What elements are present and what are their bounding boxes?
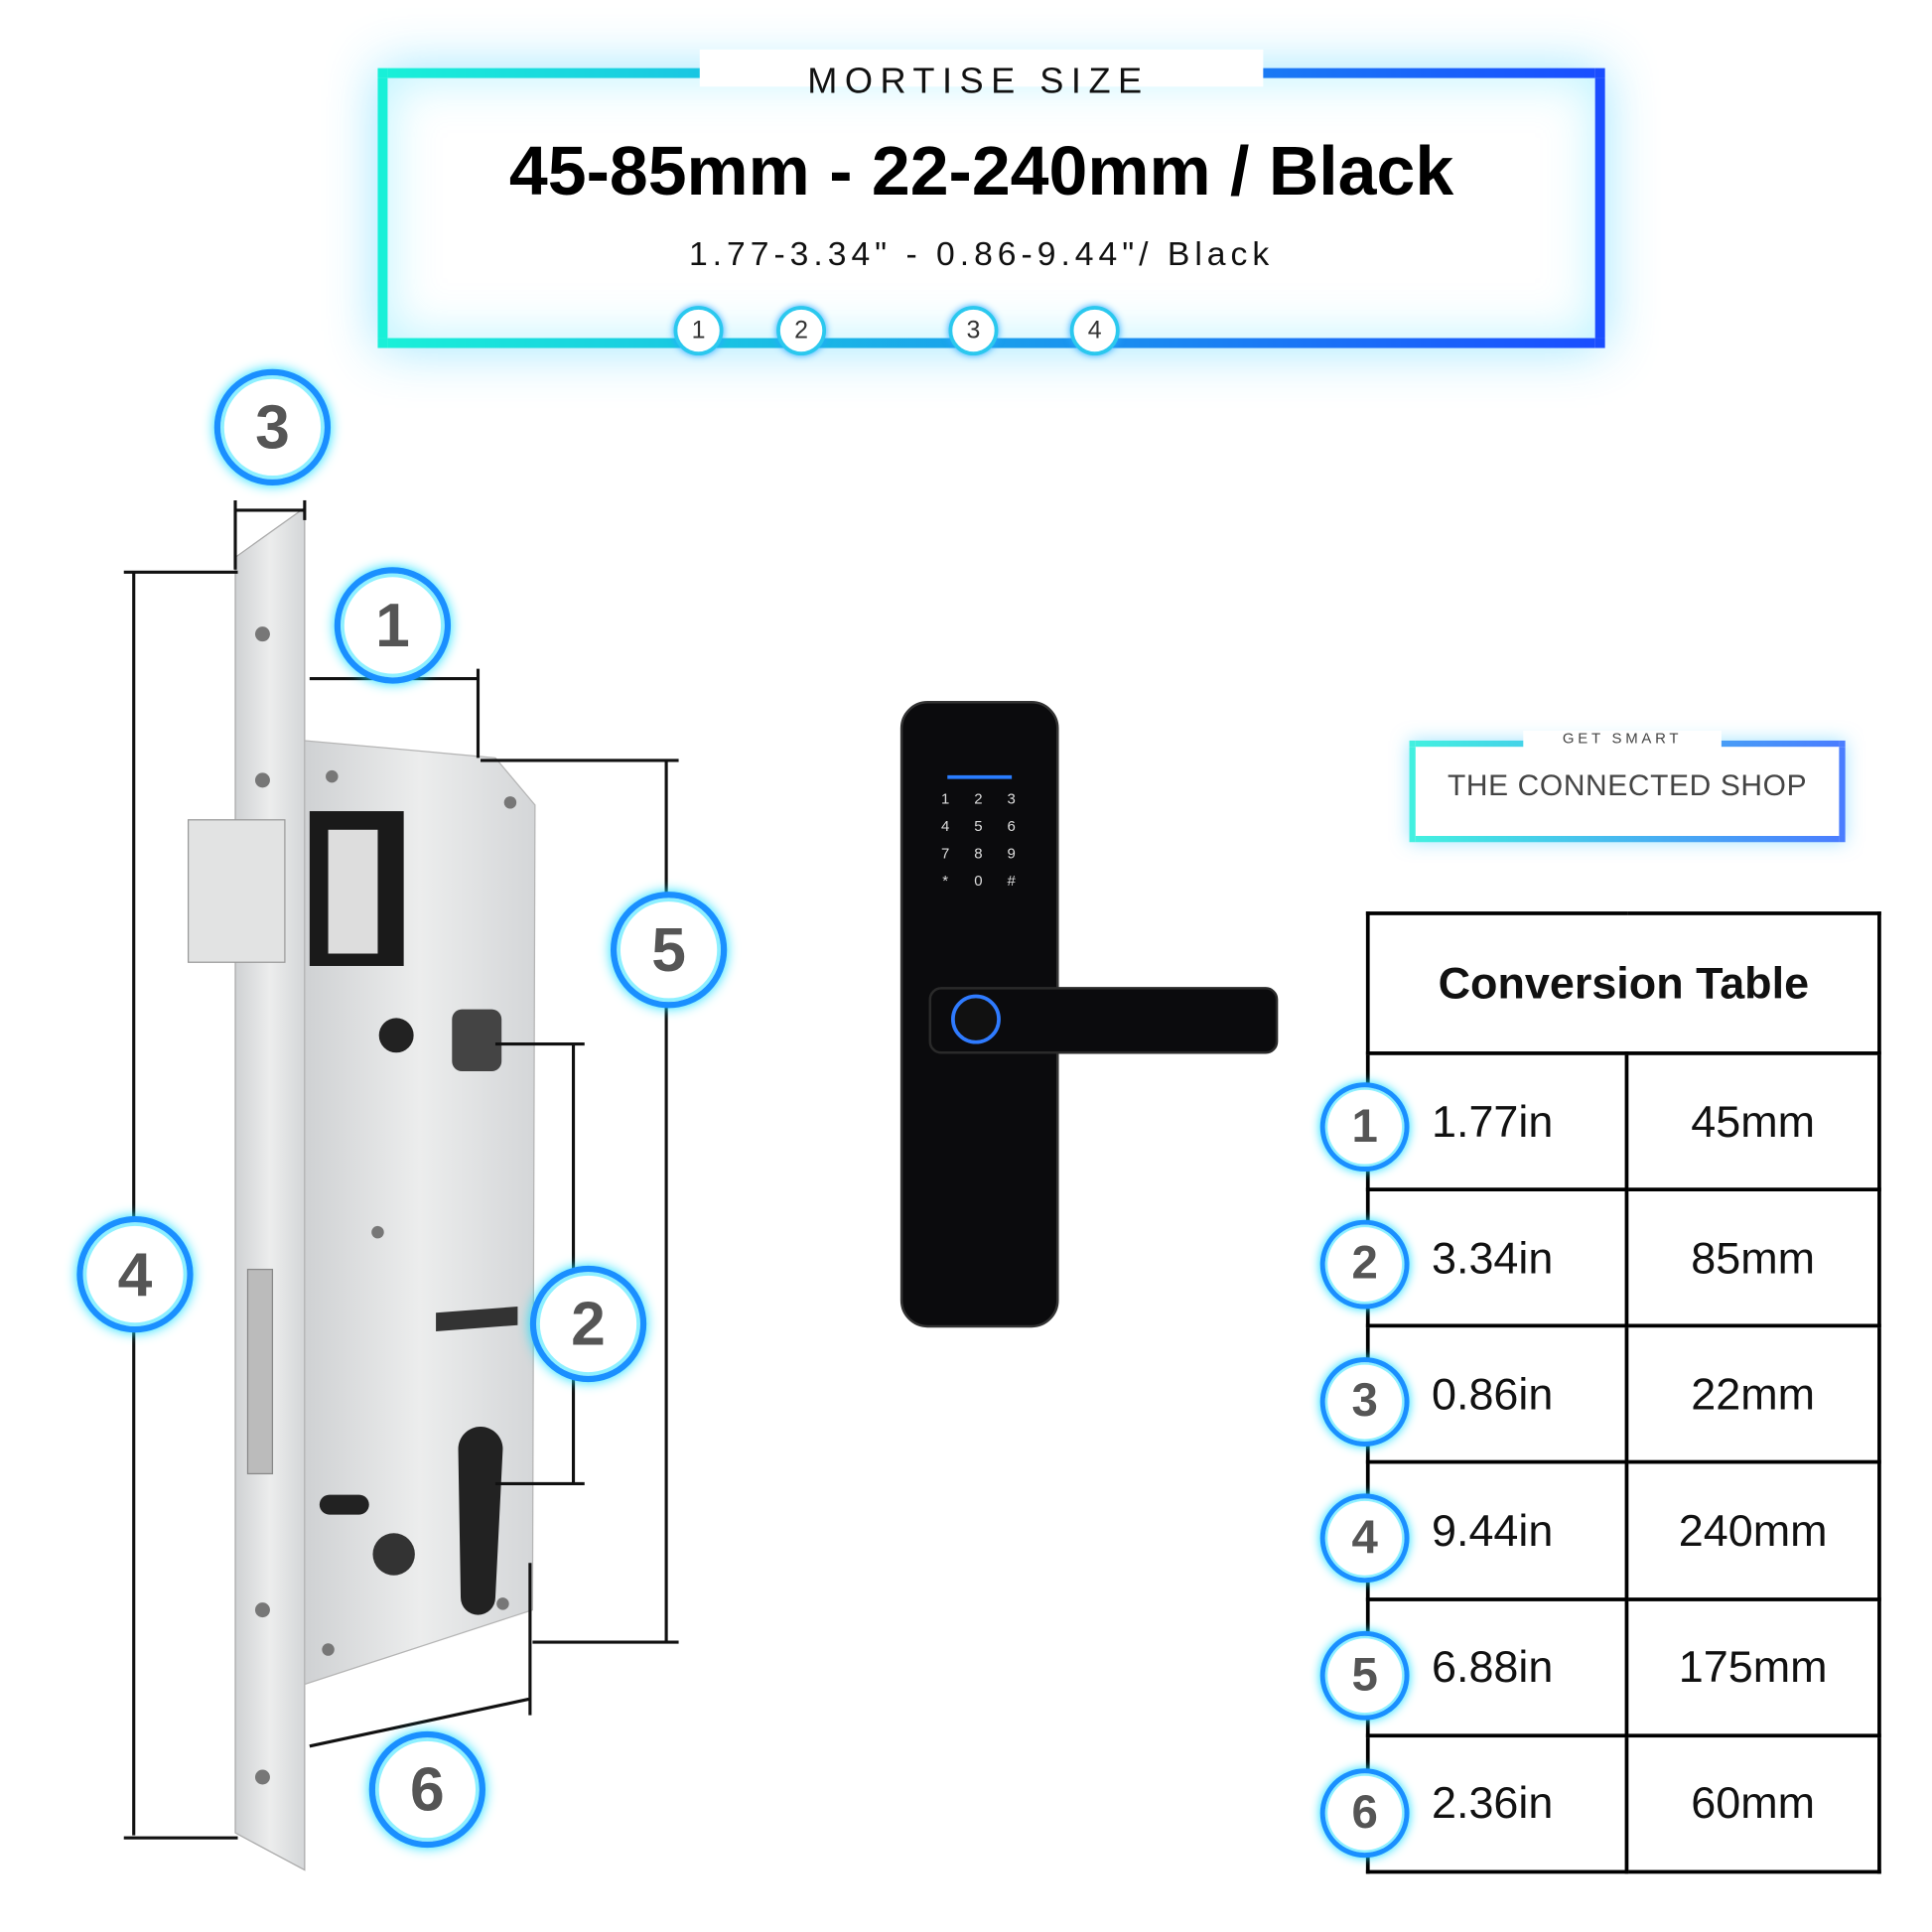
keypad-key: 6 — [1007, 817, 1016, 835]
row-number-badge: 5 — [1319, 1631, 1410, 1721]
size-headline: 45-85mm - 22-240mm / Black — [508, 131, 1454, 209]
keypad: 1 2 3 4 5 6 7 8 9 * 0 # — [929, 790, 1029, 890]
dimension-badge-1: 1 — [334, 567, 452, 684]
keypad-key: 1 — [941, 789, 950, 808]
logo-gap — [1523, 730, 1722, 751]
dimension-badge-4: 4 — [76, 1215, 194, 1333]
marker-4: 4 — [1069, 306, 1120, 356]
dimension-badge-3: 3 — [213, 368, 332, 485]
row-number-badge: 6 — [1319, 1768, 1410, 1859]
inches-cell: 2.36in — [1365, 1733, 1629, 1874]
spindle-hole — [452, 1009, 502, 1072]
mm-cell: 45mm — [1624, 1051, 1881, 1192]
frame-gap — [699, 49, 1264, 87]
indicator-light — [947, 774, 1013, 779]
mortise-size-label: MORTISE SIZE — [807, 62, 1150, 102]
inches-cell: 0.86in — [1365, 1323, 1629, 1465]
keypad-key: 0 — [974, 872, 983, 890]
row-number-badge: 4 — [1319, 1493, 1410, 1584]
keypad-key: * — [942, 872, 949, 890]
faceplate — [234, 506, 306, 1871]
fingerprint-sensor-icon — [951, 994, 1001, 1044]
keypad-key: 7 — [941, 844, 950, 863]
keypad-key: 5 — [974, 817, 983, 835]
mm-cell: 22mm — [1624, 1323, 1881, 1465]
inches-cell: 6.88in — [1365, 1596, 1629, 1737]
mm-cell: 85mm — [1624, 1187, 1881, 1328]
keypad-key: 9 — [1007, 844, 1016, 863]
inches-cell: 9.44in — [1365, 1460, 1629, 1601]
logo-name: THE CONNECTED SHOP — [1447, 768, 1808, 803]
cylinder-hole — [458, 1427, 503, 1615]
mm-cell: 240mm — [1624, 1460, 1881, 1601]
dimension-badge-5: 5 — [610, 892, 728, 1009]
conversion-table-title: Conversion Table — [1365, 911, 1881, 1055]
inches-cell: 3.34in — [1365, 1187, 1629, 1328]
logo-tagline: GET SMART — [1562, 729, 1683, 748]
mortise-diagram — [123, 499, 679, 1871]
size-subline: 1.77-3.34" - 0.86-9.44"/ Black — [688, 235, 1275, 273]
marker-3: 3 — [948, 306, 999, 356]
inches-cell: 1.77in — [1365, 1051, 1629, 1192]
dimension-badge-6: 6 — [368, 1730, 485, 1849]
keypad-key: 3 — [1007, 789, 1016, 808]
marker-1: 1 — [673, 306, 724, 356]
keypad-key: 2 — [974, 789, 983, 808]
row-number-badge: 1 — [1319, 1082, 1410, 1173]
mm-cell: 60mm — [1624, 1733, 1881, 1874]
dimension-badge-2: 2 — [529, 1265, 647, 1383]
keypad-key: # — [1007, 872, 1016, 890]
marker-2: 2 — [776, 306, 827, 356]
latch-bolt — [187, 819, 286, 963]
keypad-key: 4 — [941, 817, 950, 835]
keypad-key: 8 — [974, 844, 983, 863]
mm-cell: 175mm — [1624, 1596, 1881, 1737]
row-number-badge: 3 — [1319, 1356, 1410, 1447]
row-number-badge: 2 — [1319, 1219, 1410, 1310]
